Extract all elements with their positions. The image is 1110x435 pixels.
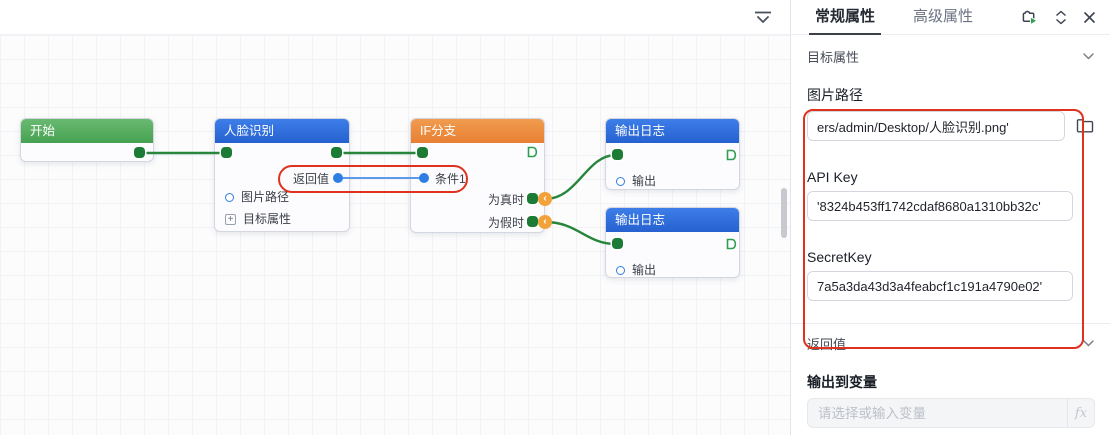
debug-run-icon[interactable] <box>1020 9 1039 26</box>
port-face-in[interactable] <box>221 147 232 158</box>
param-circle-icon <box>616 176 625 186</box>
panel-body: 目标属性 图片路径 API Key SecretKey <box>791 41 1110 428</box>
fx-expression-icon[interactable]: fx <box>1067 399 1094 427</box>
node-output-log-bottom[interactable]: 输出日志 输出 <box>605 207 740 278</box>
section-target-attributes[interactable]: 目标属性 <box>807 41 1094 71</box>
run-marker-icon[interactable] <box>724 148 739 167</box>
port-if-in[interactable] <box>417 147 428 158</box>
face-image-path-label: 图片路径 <box>241 190 290 204</box>
section-return-title: 返回值 <box>807 336 847 352</box>
port-if-true-out[interactable] <box>527 193 538 204</box>
collapse-branch-false-icon[interactable]: ‹ <box>538 215 552 229</box>
node-face-recognition[interactable]: 人脸识别 返回值 图片路径 + 目标属性 <box>214 118 350 232</box>
param-circle-icon <box>616 265 625 275</box>
port-face-return-value[interactable] <box>333 173 343 183</box>
folder-browse-icon[interactable] <box>1076 118 1094 134</box>
collapse-toolbar-icon[interactable] <box>752 9 774 29</box>
node-log1-title: 输出日志 <box>606 119 739 143</box>
output-variable-input[interactable] <box>808 399 1067 427</box>
port-start-out[interactable] <box>134 147 145 158</box>
run-marker-icon[interactable] <box>525 145 540 164</box>
port-log2-in[interactable] <box>612 238 623 249</box>
secret-key-input[interactable] <box>807 271 1073 301</box>
tab-advanced-properties[interactable]: 高级属性 <box>913 7 974 25</box>
log2-output-label: 输出 <box>632 263 657 277</box>
log2-output-row[interactable]: 输出 <box>616 262 656 278</box>
flow-canvas[interactable]: 开始 人脸识别 返回值 图片路径 + 目标属性 IF分支 条件1 为真时 为假时… <box>0 0 790 435</box>
node-if-branch[interactable]: IF分支 条件1 为真时 为假时 <box>410 118 545 233</box>
panel-tabbar: 常规属性 高级属性 <box>791 0 1110 35</box>
node-output-log-top[interactable]: 输出日志 输出 <box>605 118 740 190</box>
output-variable-field[interactable]: fx <box>807 398 1095 428</box>
api-key-input[interactable] <box>807 191 1073 221</box>
log1-output-label: 输出 <box>632 174 657 188</box>
node-start[interactable]: 开始 <box>20 118 154 162</box>
collapse-branch-true-icon[interactable]: ‹ <box>538 192 552 206</box>
port-if-false-out[interactable] <box>527 216 538 227</box>
image-path-input[interactable] <box>807 111 1065 141</box>
output-variable-label: 输出到变量 <box>807 374 877 390</box>
node-log2-title: 输出日志 <box>606 208 739 232</box>
node-start-title: 开始 <box>21 119 153 143</box>
canvas-topbar <box>0 0 790 35</box>
secret-key-label: SecretKey <box>807 249 872 265</box>
port-log1-in[interactable] <box>612 149 623 160</box>
port-face-out[interactable] <box>331 147 342 158</box>
node-face-title: 人脸识别 <box>215 119 349 143</box>
canvas-vertical-scrollbar[interactable] <box>781 188 787 238</box>
face-target-attrs-row[interactable]: + 目标属性 <box>225 211 291 227</box>
if-condition-label: 条件1 <box>435 172 466 186</box>
chevron-down-icon[interactable] <box>1083 339 1094 347</box>
face-return-port-label: 返回值 <box>292 172 329 186</box>
expand-panel-icon[interactable] <box>1054 10 1068 25</box>
close-panel-icon[interactable] <box>1083 11 1096 24</box>
panel-action-icons <box>1020 9 1096 26</box>
if-false-label: 为假时 <box>487 216 524 230</box>
expand-plus-icon[interactable]: + <box>225 213 236 225</box>
port-if-condition-in[interactable] <box>419 173 429 183</box>
param-circle-icon <box>225 192 234 202</box>
face-target-attrs-label: 目标属性 <box>243 212 292 226</box>
log1-output-row[interactable]: 输出 <box>616 173 656 189</box>
image-path-label: 图片路径 <box>807 87 863 103</box>
section-return-value[interactable]: 返回值 <box>807 328 1094 358</box>
section-divider <box>791 323 1110 324</box>
face-image-path-row[interactable]: 图片路径 <box>225 189 289 205</box>
chevron-down-icon[interactable] <box>1083 52 1094 60</box>
if-true-label: 为真时 <box>487 193 524 207</box>
tab-general-properties[interactable]: 常规属性 <box>809 0 882 35</box>
section-target-title: 目标属性 <box>807 49 860 65</box>
properties-panel: 常规属性 高级属性 <box>790 0 1110 435</box>
run-marker-icon[interactable] <box>724 237 739 256</box>
node-if-title: IF分支 <box>411 119 544 143</box>
annotation-credentials <box>803 109 1084 349</box>
api-key-label: API Key <box>807 169 858 185</box>
